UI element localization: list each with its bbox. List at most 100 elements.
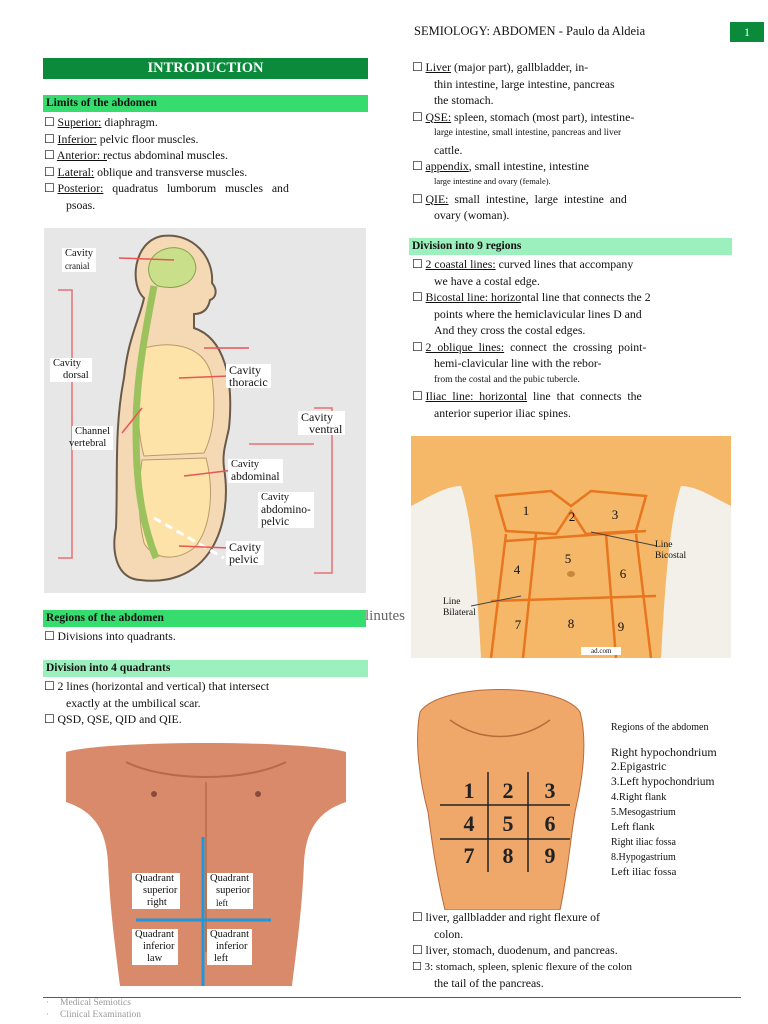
footer-item: ·Medical Semiotics bbox=[46, 998, 131, 1008]
grid-number-5: 5 bbox=[503, 811, 514, 836]
organs-liver: ☐ Liver (major part), gallbladder, in- bbox=[412, 60, 589, 74]
region-list-item: Left flank bbox=[611, 821, 655, 833]
grid-number-9: 9 bbox=[545, 843, 556, 868]
quadrants-list: ☐ 2 lines (horizontal and vertical) that… bbox=[44, 678, 269, 728]
region-list-item: Left iliac fossa bbox=[611, 866, 677, 878]
limits-list: ☐ Superior: diaphragm. ☐ Inferior: pelvi… bbox=[44, 114, 344, 213]
region-number-8: 8 bbox=[568, 616, 575, 631]
page-number-badge: 1 bbox=[730, 22, 764, 42]
organs-appendix-cont: large intestine and ovary (female). bbox=[434, 175, 551, 186]
regions-heading: Regions of the abdomen bbox=[43, 610, 366, 627]
body-cavities-illustration bbox=[58, 234, 333, 582]
organs-by-quadrant-list: ☐ Liver (major part), gallbladder, in- t… bbox=[412, 59, 742, 224]
grid-number-1: 1 bbox=[464, 778, 475, 803]
limits-item: ☐ Posterior: quadratus lumborum muscles … bbox=[44, 181, 289, 195]
region-number-6: 6 bbox=[620, 566, 627, 581]
image-credit: ad.com bbox=[581, 647, 622, 655]
nine-line-oblique-cont: hemi-clavicular line with the rebor- bbox=[434, 356, 602, 370]
quadrants-line: exactly at the umbilical scar. bbox=[66, 695, 201, 710]
organs-qie: ☐ QIE: small intestine, large intestine … bbox=[412, 191, 627, 206]
footer-divider bbox=[43, 997, 741, 998]
region-list-item: Right iliac fossa bbox=[611, 837, 676, 848]
nine-regions-heading: Division into 9 regions bbox=[409, 238, 732, 255]
introduction-heading: INTRODUCTION bbox=[43, 58, 368, 79]
limits-item: ☐ Inferior: pelvic floor muscles. bbox=[44, 131, 199, 146]
region-list: Right hypochondrium 2.Epigastric 3.Left … bbox=[611, 745, 717, 880]
organs-qse-cont: cattle. bbox=[434, 142, 463, 157]
grid-number-2: 2 bbox=[503, 778, 514, 803]
nine-line-iliac: ☐ Iliac line: horizontal line that conne… bbox=[412, 389, 642, 403]
quadrants-heading: Division into 4 quadrants bbox=[43, 660, 368, 677]
nine-line-iliac-cont: anterior superior iliac spines. bbox=[434, 405, 571, 420]
nine-line-oblique-cont: from the costal and the pubic tubercle. bbox=[434, 374, 580, 385]
region-list-item: Right hypochondrium bbox=[611, 745, 717, 759]
grid-number-4: 4 bbox=[464, 811, 475, 836]
nine-line-coastal-cont: we have a costal edge. bbox=[434, 273, 540, 288]
region-list-item: 8.Hypogastrium bbox=[611, 852, 676, 863]
organs-qse: ☐ QSE: spleen, stomach (most part), inte… bbox=[412, 109, 635, 124]
limits-item: ☐ Superior: diaphragm. bbox=[44, 115, 158, 129]
regions-item: ☐ Divisions into quadrants. bbox=[44, 629, 176, 643]
region-list-title: Regions of the abdomen bbox=[611, 722, 709, 733]
organs-liver-cont: thin intestine, large intestine, pancrea… bbox=[434, 76, 615, 91]
limits-item: ☐ Anterior: rectus abdominal muscles. bbox=[44, 148, 228, 162]
grid-number-6: 6 bbox=[545, 811, 556, 836]
nine-regions-list: ☐ 2 coastal lines: curved lines that acc… bbox=[412, 256, 742, 421]
grid-number-8: 8 bbox=[503, 843, 514, 868]
footer-item: ·Clinical Examination bbox=[46, 1010, 141, 1020]
grid-number-3: 3 bbox=[545, 778, 556, 803]
region-number-3: 3 bbox=[612, 507, 619, 522]
region-list-item: 2.Epigastric bbox=[611, 761, 667, 773]
bottom-note-cont: colon. bbox=[434, 926, 464, 941]
nine-grid-torso: 1 2 3 4 5 6 7 8 9 bbox=[417, 689, 585, 911]
quadrants-line: ☐ QSD, QSE, QID and QIE. bbox=[44, 712, 182, 726]
nine-regions-torso: 1 2 3 4 5 6 7 8 9 bbox=[411, 436, 731, 659]
nine-line-bicostal-cont: And they cross the costal edges. bbox=[434, 323, 586, 337]
quadrants-line: ☐ 2 lines (horizontal and vertical) that… bbox=[44, 679, 270, 693]
organs-qse-cont: large intestine, small intestine, pancre… bbox=[434, 128, 622, 138]
nine-line-bicostal: ☐ Bicostal line: horizontal line that co… bbox=[412, 290, 651, 304]
region-number-2: 2 bbox=[569, 509, 576, 524]
bottom-note: ☐ liver, gallbladder and right flexure o… bbox=[412, 910, 600, 924]
watermark-text: linutes bbox=[365, 608, 405, 624]
bottom-note-cont: the tail of the pancreas. bbox=[434, 976, 544, 990]
limits-item: ☐ Lateral: oblique and transverse muscle… bbox=[44, 164, 248, 179]
organs-appendix: ☐ appendix, small intestine, intestine bbox=[412, 159, 590, 173]
organs-liver-cont: the stomach. bbox=[434, 93, 494, 107]
limits-heading: Limits of the abdomen bbox=[43, 95, 368, 112]
nine-line-bicostal-cont: points where the hemiclavicular lines D … bbox=[434, 306, 642, 321]
nine-grid-figure: 1 2 3 4 5 6 7 8 9 bbox=[410, 672, 590, 911]
organs-qie-cont: ovary (woman). bbox=[434, 208, 510, 222]
bottom-note: ☐ 3: stomach, spleen, splenic flexure of… bbox=[412, 960, 633, 973]
region-number-5: 5 bbox=[565, 551, 572, 566]
region-number-7: 7 bbox=[515, 617, 522, 632]
four-quadrants-torso bbox=[66, 742, 346, 986]
region-number-1: 1 bbox=[523, 503, 530, 518]
region-list-item: 5.Mesogastrium bbox=[611, 807, 676, 818]
region-number-9: 9 bbox=[618, 619, 625, 634]
bottom-notes: ☐ liver, gallbladder and right flexure o… bbox=[412, 909, 742, 992]
grid-number-7: 7 bbox=[464, 843, 475, 868]
region-list-item: 4.Right flank bbox=[611, 792, 667, 803]
bottom-note: ☐ liver, stomach, duodenum, and pancreas… bbox=[412, 943, 618, 957]
limits-item-continuation: psoas. bbox=[66, 197, 96, 212]
nine-line-oblique: ☐ 2 oblique lines: connect the crossing … bbox=[412, 339, 647, 354]
region-number-4: 4 bbox=[514, 562, 521, 577]
region-list-item: 3.Left hypochondrium bbox=[611, 776, 715, 788]
